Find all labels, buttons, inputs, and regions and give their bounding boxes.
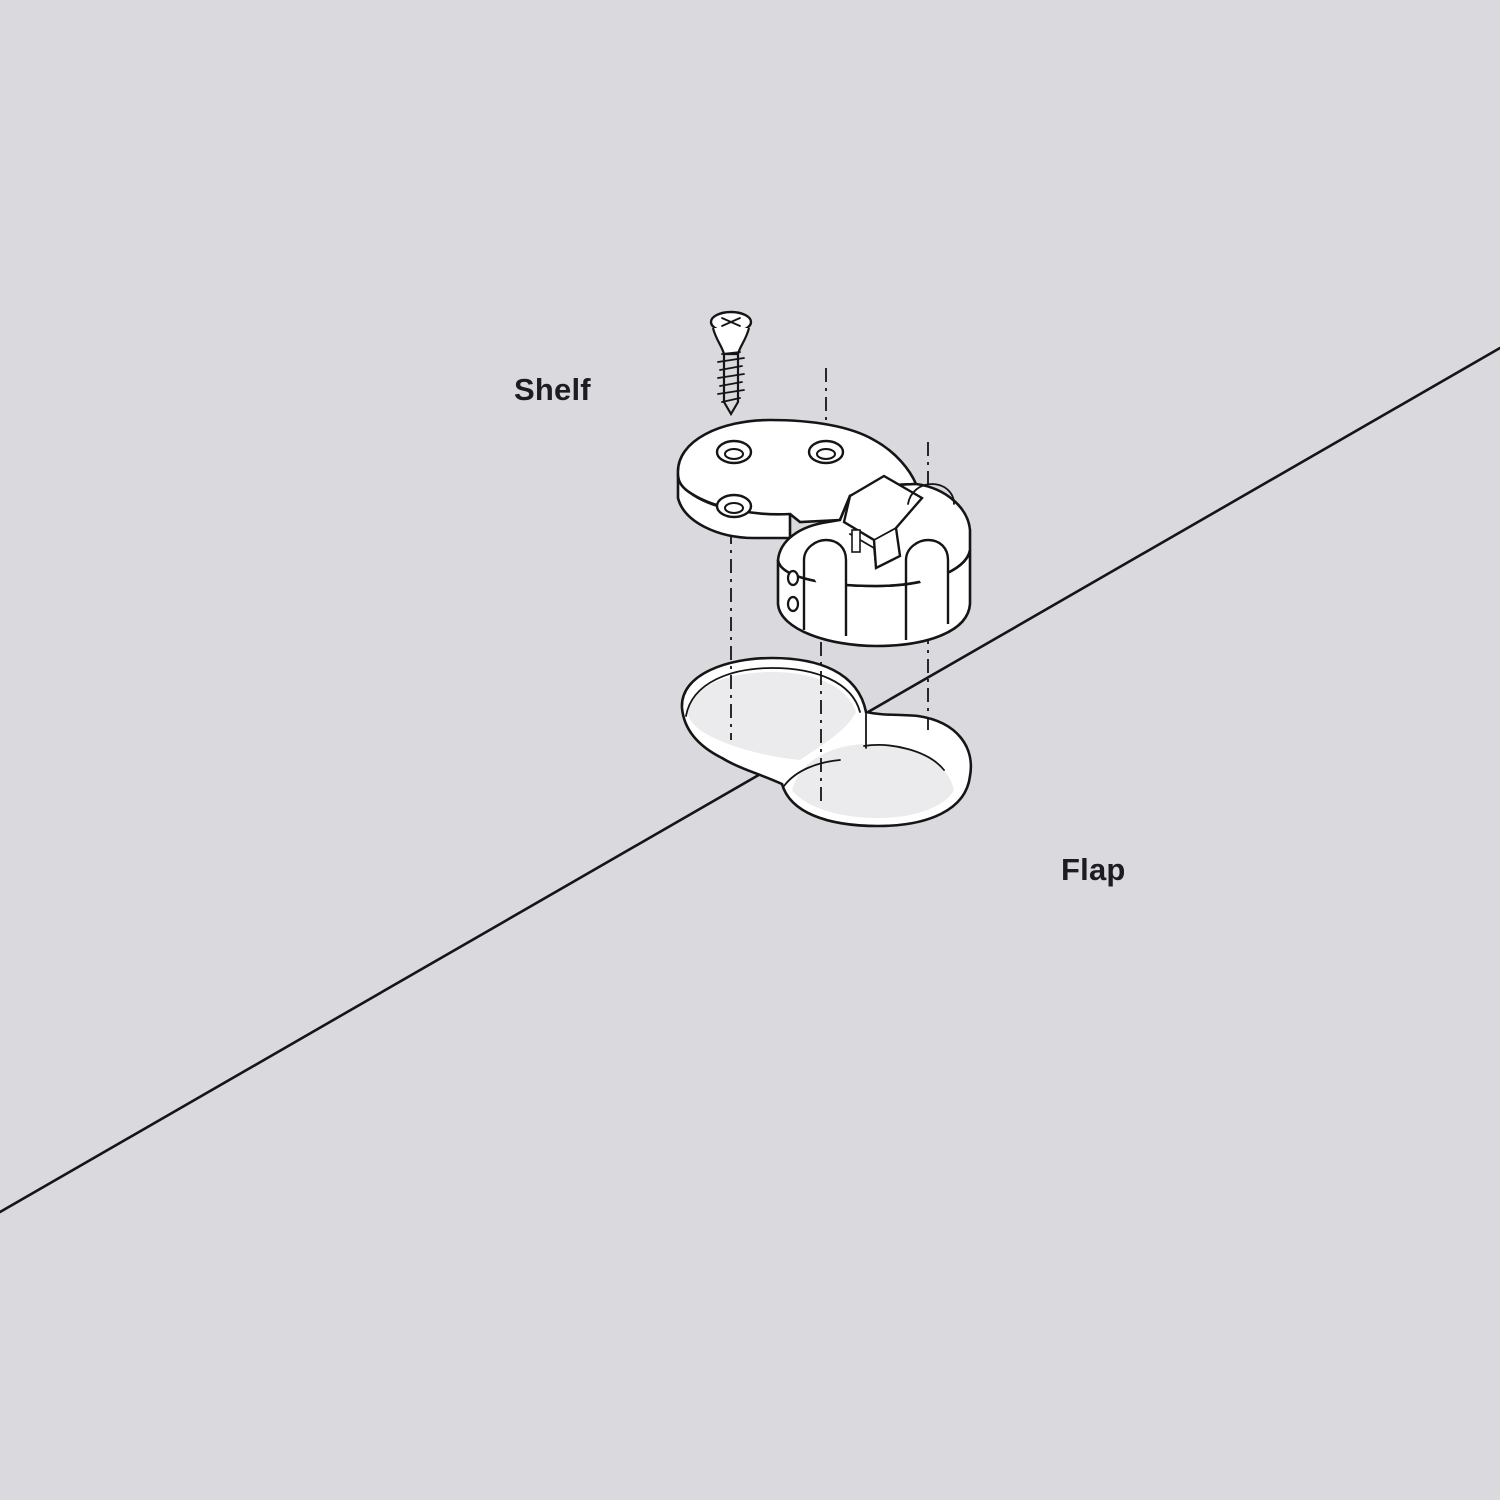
flap-recess-inner-edge bbox=[685, 667, 861, 717]
side-hole-upper bbox=[786, 569, 800, 587]
flap-stay-fitting bbox=[676, 418, 972, 648]
housing-notch-right bbox=[904, 538, 950, 640]
screw-drive-cross bbox=[721, 317, 741, 327]
housing-slot bbox=[842, 474, 924, 570]
screw-hole-1 bbox=[715, 439, 753, 465]
flap-label: Flap bbox=[1061, 852, 1126, 887]
housing-notch-top bbox=[907, 483, 955, 505]
screw-neck bbox=[711, 327, 751, 356]
flap-recess-step bbox=[863, 744, 945, 771]
screw-hole-2 bbox=[807, 439, 845, 465]
flap-recess bbox=[680, 656, 973, 828]
screw-shank bbox=[722, 354, 740, 417]
flap-recess-step-2 bbox=[783, 759, 841, 787]
wood-screw bbox=[709, 310, 753, 417]
alignment-axes bbox=[730, 368, 929, 806]
flap-recess-floor-left bbox=[688, 672, 856, 760]
side-hole-lower bbox=[786, 595, 800, 613]
flap-recess-floor-right bbox=[792, 744, 954, 818]
housing-notch-left bbox=[802, 538, 848, 636]
shelf-flap-joint-line bbox=[0, 346, 1500, 1214]
shelf-label: Shelf bbox=[514, 372, 591, 407]
screw-thread bbox=[717, 351, 745, 403]
screw-hole-3 bbox=[715, 493, 753, 519]
slot-pin bbox=[851, 529, 861, 553]
